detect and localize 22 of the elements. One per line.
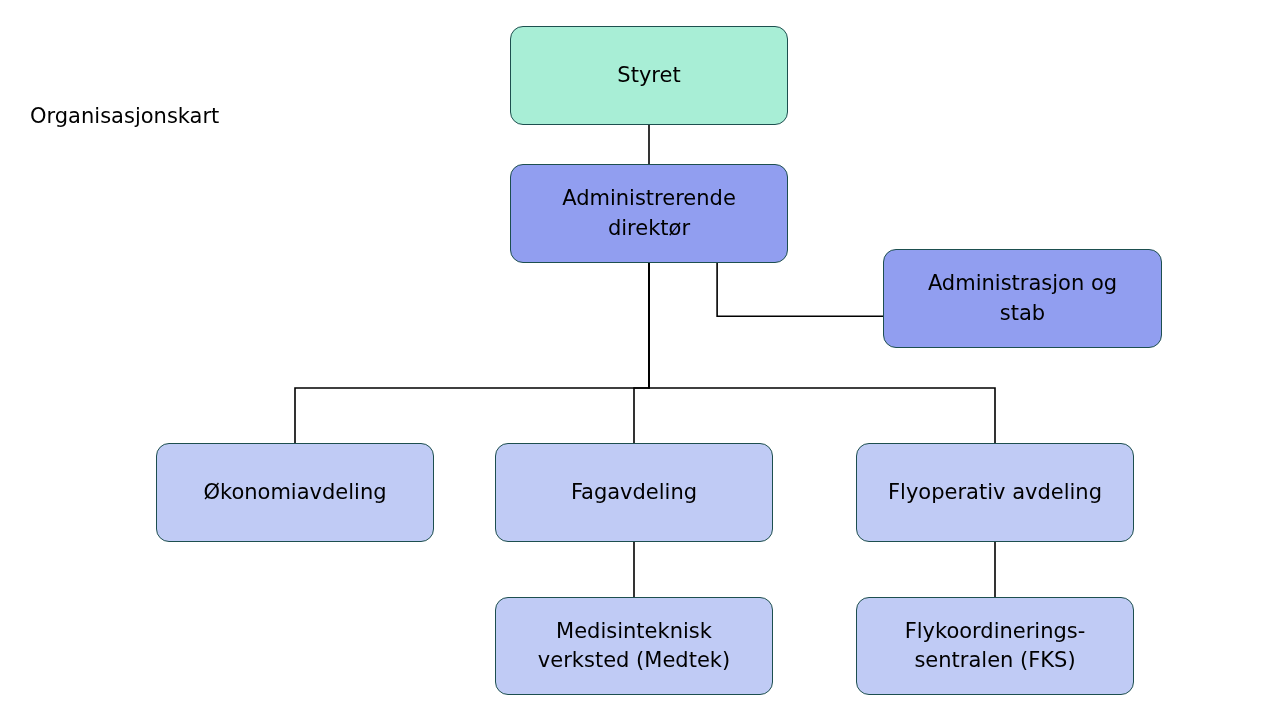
unit-name: Administrerende direktør	[561, 185, 737, 242]
diagram-title: Organisasjonskart	[30, 104, 220, 128]
connector-line	[633, 541, 635, 598]
connector-line	[994, 541, 996, 598]
org-unit-box	[883, 249, 1162, 348]
org-unit-box	[156, 443, 434, 542]
unit-name: Administrasjon og stab	[926, 270, 1119, 327]
unit-name: Medisinteknisk verksted (Medtek)	[536, 617, 732, 674]
connector-line	[648, 124, 650, 165]
unit-name: Styret	[617, 61, 681, 89]
unit-name: Flyoperativ avdeling	[888, 478, 1102, 506]
org-unit-box	[495, 597, 773, 695]
connector-line	[716, 262, 884, 318]
org-unit-box	[856, 443, 1134, 542]
org-unit-box	[510, 26, 788, 125]
org-unit-box	[856, 597, 1134, 695]
unit-name: Flykoordinerings-sentralen (FKS)	[903, 617, 1087, 674]
unit-name: Økonomiavdeling	[203, 478, 387, 506]
unit-name: Fagavdeling	[570, 478, 698, 506]
org-unit-box	[510, 164, 788, 263]
connector-line	[648, 262, 996, 444]
org-unit-box	[495, 443, 773, 542]
